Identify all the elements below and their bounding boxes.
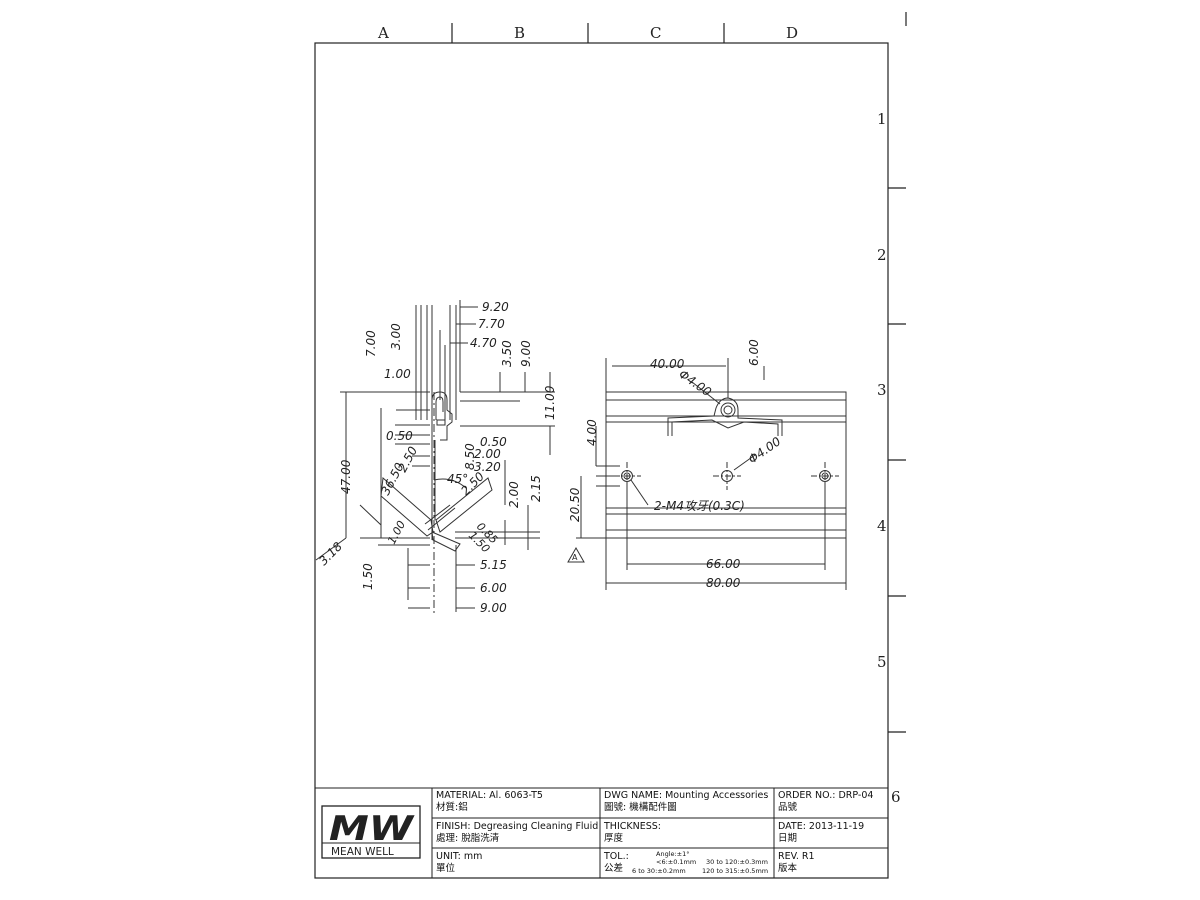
- front-dim-phi4-top: Φ4.00: [676, 367, 714, 399]
- tb-tol-r2: 6 to 30:±0.2mm: [632, 867, 686, 875]
- side-dim-29: 9.00: [480, 601, 507, 615]
- front-dim-66: 66.00: [706, 557, 741, 571]
- logo-mark: MW: [329, 809, 415, 849]
- side-dim-14: 3.20: [474, 460, 501, 474]
- side-dim-10: 0.50: [386, 429, 413, 443]
- side-dim-8: 1.00: [384, 367, 411, 381]
- front-dim-6: 6.00: [747, 339, 761, 366]
- tb-tol-r3: 30 to 120:±0.3mm: [706, 858, 768, 866]
- tb-thickness-zh: 厚度: [604, 833, 624, 844]
- side-dim-4: 7.00: [364, 330, 378, 357]
- side-dim-21: 2.15: [529, 475, 543, 502]
- side-dim-9: 11.00: [543, 385, 557, 420]
- tb-material: MATERIAL: Al. 6063-T5: [436, 790, 543, 801]
- tb-dwg-name: DWG NAME: Mounting Accessories: [604, 790, 769, 801]
- front-dim-4: 4.00: [585, 419, 599, 446]
- tb-dwg-name-zh: 圖號: 機構配件圖: [604, 802, 677, 813]
- logo-company: MEAN WELL: [331, 846, 394, 858]
- tb-tol-zh: 公差: [604, 863, 624, 874]
- datum-mark: A: [572, 553, 578, 562]
- tb-finish-zh: 處理: 脫脂洗清: [436, 833, 500, 844]
- front-view-rail: [567, 358, 847, 590]
- title-block-grid: [315, 787, 888, 878]
- side-dim-3: 4.70: [470, 336, 497, 350]
- zone-number-3: 3: [877, 381, 887, 399]
- zone-number-1: 1: [877, 110, 887, 128]
- side-dim-angle: 45°: [447, 472, 468, 486]
- front-dim-80: 80.00: [706, 576, 741, 590]
- side-dim-26: 1.50: [361, 563, 375, 590]
- zone-letter-c: C: [650, 24, 662, 42]
- front-dim-phi4-mid: Φ4.00: [746, 434, 784, 466]
- sheet-frame: [314, 12, 907, 879]
- tb-tol-r1: <6:±0.1mm: [656, 858, 697, 866]
- side-dim-13: 2.00: [474, 447, 501, 461]
- zone-number-2: 2: [877, 246, 887, 264]
- side-dim-11: 0.50: [480, 435, 507, 449]
- side-dim-5: 3.00: [389, 323, 403, 350]
- mean-well-logo: MW MEAN WELL: [321, 805, 421, 859]
- front-dim-m4-note: 2-M4攻牙(0.3C): [654, 499, 745, 513]
- side-dim-28: 6.00: [480, 581, 507, 595]
- side-dim-7: 9.00: [519, 340, 533, 367]
- zone-letter-a: A: [378, 24, 389, 42]
- tb-order-no-zh: 品號: [778, 802, 798, 813]
- side-dim-25: 3.18: [316, 539, 345, 568]
- zone-letter-b: B: [514, 24, 526, 42]
- tb-material-zh: 材質:鋁: [436, 802, 468, 813]
- side-dim-27: 5.15: [480, 558, 507, 572]
- tb-thickness: THICKNESS:: [604, 821, 661, 832]
- side-dim-1: 9.20: [482, 300, 509, 314]
- zone-letter-d: D: [786, 24, 799, 42]
- tb-tol-angle: Angle:±1°: [656, 850, 690, 858]
- tb-rev-zh: 版本: [778, 863, 798, 874]
- side-dim-6: 3.50: [500, 340, 514, 367]
- tb-finish: FINISH: Degreasing Cleaning Fluid: [436, 821, 599, 832]
- tb-unit-zh: 單位: [436, 863, 456, 874]
- tb-rev: REV. R1: [778, 851, 815, 862]
- side-dim-12: 8.50: [463, 443, 477, 470]
- front-dim-40: 40.00: [650, 357, 685, 371]
- tb-unit: UNIT: mm: [436, 851, 483, 862]
- side-dim-22: 1.00: [385, 519, 408, 547]
- zone-number-5: 5: [877, 653, 887, 671]
- side-dim-2: 7.70: [478, 317, 505, 331]
- zone-number-6: 6: [891, 788, 901, 806]
- side-view-profile: [315, 300, 555, 615]
- tb-date-zh: 日期: [778, 833, 798, 844]
- side-dim-18: 47.00: [339, 459, 353, 494]
- zone-number-4: 4: [877, 517, 887, 535]
- side-dim-20: 2.00: [507, 481, 521, 508]
- tb-order-no: ORDER NO.: DRP-04: [778, 790, 874, 801]
- tb-tol: TOL.:: [604, 851, 629, 862]
- front-dim-20-50: 20.50: [568, 487, 582, 522]
- tb-date: DATE: 2013-11-19: [778, 821, 865, 832]
- tb-tol-r4: 120 to 315:±0.5mm: [702, 867, 769, 875]
